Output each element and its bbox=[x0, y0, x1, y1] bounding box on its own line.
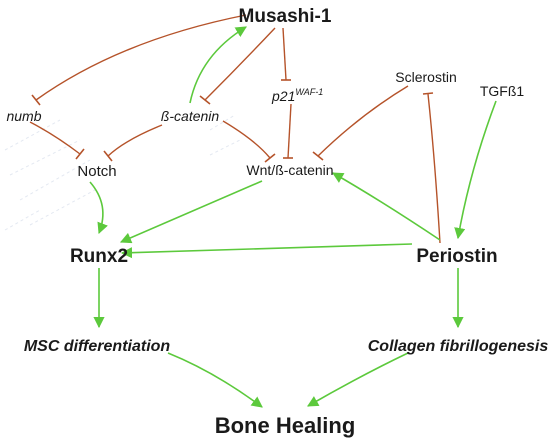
node-msc-differentiation: MSC differentiation bbox=[24, 338, 171, 355]
edge-beta-catenin-inhibits-notch bbox=[107, 124, 163, 157]
node-tgfb1: TGFß1 bbox=[480, 83, 525, 99]
edge-beta-catenin-activates-musashi bbox=[189, 26, 247, 104]
p21-superscript-text: WAF-1 bbox=[295, 87, 323, 97]
edge-msc-activates-bone-healing bbox=[167, 352, 263, 408]
edge-collagen-activates-bone-healing bbox=[307, 352, 409, 407]
node-numb: numb bbox=[6, 108, 41, 124]
node-notch: Notch bbox=[77, 163, 116, 180]
edge-sclerostin-inhibits-wnt bbox=[317, 85, 409, 157]
edge-beta-catenin-inhibits-wnt bbox=[222, 120, 271, 159]
node-labels: Musashi-1 numb ß-catenin p21WAF-1 Sclero… bbox=[6, 6, 548, 438]
background-dash-pattern bbox=[4, 114, 241, 231]
edge-periostin-inhibits-sclerostin bbox=[427, 93, 441, 244]
node-p21-waf1: p21WAF-1 bbox=[271, 87, 323, 104]
activation-edges bbox=[89, 26, 497, 408]
edge-wnt-activates-runx2 bbox=[119, 180, 263, 244]
p21-base-text: p21 bbox=[271, 88, 295, 104]
edge-musashi-inhibits-beta-catenin bbox=[204, 27, 276, 101]
edge-periostin-activates-wnt bbox=[332, 172, 441, 241]
inhibition-edges bbox=[29, 14, 441, 244]
node-collagen-fibrillogenesis: Collagen fibrillogenesis bbox=[368, 338, 549, 355]
edge-periostin-activates-runx2 bbox=[120, 243, 413, 259]
node-wnt-beta-catenin: Wnt/ß-catenin bbox=[246, 162, 333, 178]
edge-numb-inhibits-notch bbox=[29, 121, 81, 155]
node-sclerostin: Sclerostin bbox=[395, 69, 456, 85]
node-periostin: Periostin bbox=[416, 246, 497, 267]
node-musashi-1: Musashi-1 bbox=[239, 6, 332, 27]
node-beta-catenin: ß-catenin bbox=[161, 108, 220, 124]
edge-musashi-inhibits-numb bbox=[35, 14, 247, 101]
edge-p21-inhibits-wnt bbox=[287, 103, 292, 159]
node-bone-healing: Bone Healing bbox=[215, 413, 356, 438]
node-runx2: Runx2 bbox=[70, 246, 128, 267]
edge-musashi-inhibits-p21 bbox=[282, 27, 287, 81]
edge-tgfb1-activates-periostin bbox=[454, 100, 497, 240]
edge-notch-activates-runx2 bbox=[89, 181, 108, 235]
